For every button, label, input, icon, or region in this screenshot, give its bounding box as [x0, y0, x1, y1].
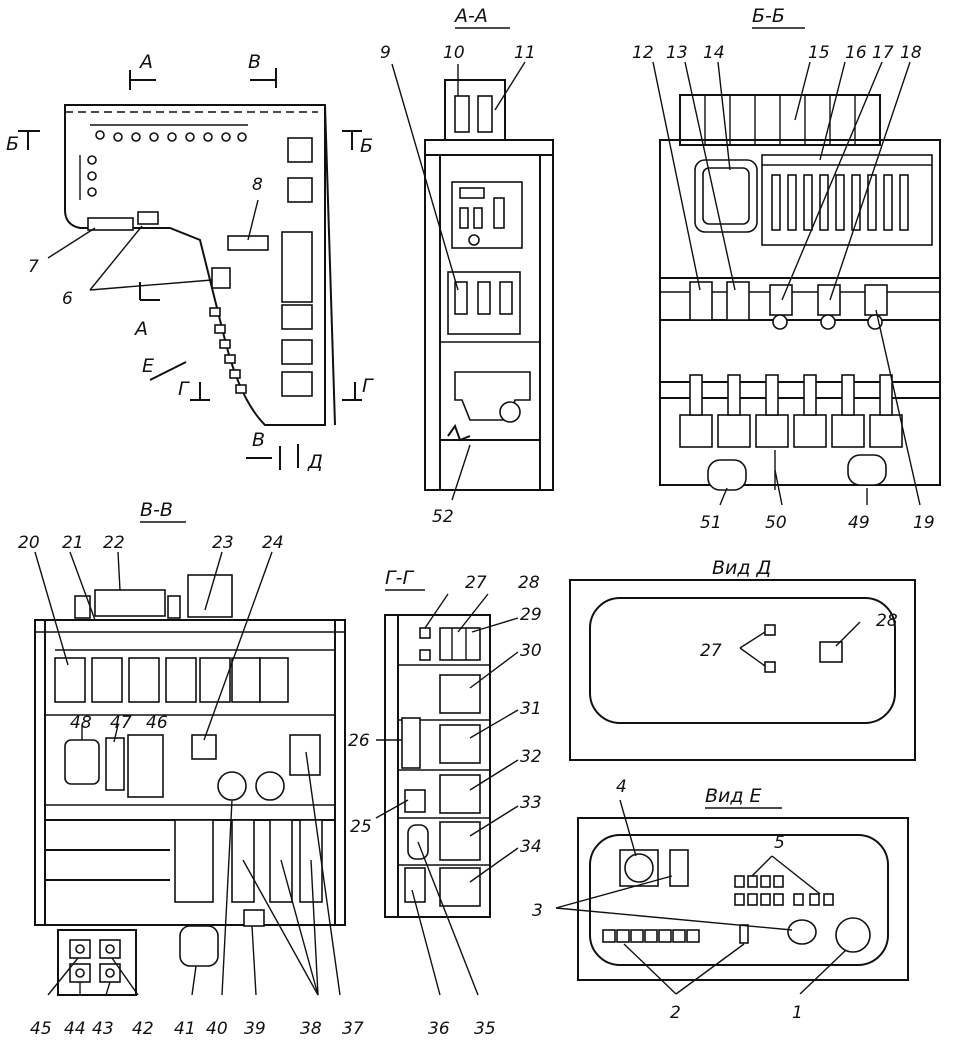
b-fuse-row — [771, 174, 909, 231]
callout-31: 31 — [520, 699, 542, 719]
callout-13: 13 — [666, 43, 688, 63]
plan-cut-marks: А В Б Б А Г Г Е В Д — [6, 51, 374, 473]
callout-26: 26 — [348, 731, 370, 751]
section-v-v: В-В — [18, 499, 364, 1039]
callout-19: 19 — [913, 513, 935, 533]
view-e-callout-1: 1 — [792, 1003, 803, 1023]
callout-28: 28 — [518, 573, 540, 593]
view-e-callout-3: 3 — [532, 901, 543, 921]
view-e-callout-2: 2 — [670, 1003, 681, 1023]
view-d: Вид Д 27 28 — [569, 557, 916, 761]
callout-10: 10 — [443, 43, 465, 63]
view-e-indicator-grid — [734, 875, 834, 906]
callout-49: 49 — [848, 513, 870, 533]
plan-indicator-lamps — [79, 130, 247, 200]
callout-36: 36 — [428, 1019, 450, 1039]
view-e-button-row — [602, 929, 700, 943]
cut-mark-d: Д — [307, 451, 323, 473]
callout-35: 35 — [474, 1019, 496, 1039]
callout-18: 18 — [900, 43, 922, 63]
cut-mark-a-top: А — [138, 51, 153, 73]
cut-mark-e: Е — [142, 355, 154, 377]
callout-30: 30 — [520, 641, 542, 661]
section-a-a-title: А-А — [453, 5, 488, 27]
callout-22: 22 — [103, 533, 125, 553]
callout-51: 51 — [700, 513, 722, 533]
callout-9: 9 — [380, 43, 391, 63]
cut-mark-a-bottom: А — [133, 318, 148, 340]
callout-39: 39 — [244, 1019, 266, 1039]
callout-38: 38 — [300, 1019, 322, 1039]
callout-16: 16 — [845, 43, 867, 63]
callout-43: 43 — [92, 1019, 114, 1039]
view-e-callout-5: 5 — [774, 833, 785, 853]
cut-mark-g-right: Г — [362, 375, 374, 397]
callout-17: 17 — [872, 43, 894, 63]
callout-40: 40 — [206, 1019, 228, 1039]
callout-25: 25 — [350, 817, 372, 837]
cut-mark-v-top: В — [248, 51, 261, 73]
callout-29: 29 — [520, 605, 542, 625]
plan-view — [64, 104, 336, 426]
cut-mark-v-bottom: В — [252, 429, 265, 451]
section-g-g-title: Г-Г — [385, 567, 414, 589]
b-contactor-row — [679, 374, 903, 448]
callout-27: 27 — [465, 573, 487, 593]
callout-42: 42 — [132, 1019, 154, 1039]
callout-7: 7 — [28, 257, 39, 277]
plan-callouts: 7 6 8 — [28, 175, 263, 309]
callout-50: 50 — [765, 513, 787, 533]
callout-15: 15 — [808, 43, 830, 63]
callout-12: 12 — [632, 43, 654, 63]
callout-21: 21 — [62, 533, 84, 553]
cut-mark-b-left: Б — [6, 133, 19, 155]
callout-33: 33 — [520, 793, 542, 813]
v-relay-row — [54, 657, 289, 703]
callout-52: 52 — [432, 507, 454, 527]
cut-mark-b-right: Б — [360, 135, 373, 157]
callout-46: 46 — [146, 713, 168, 733]
section-a-a: А-А 52 9 10 11 — [380, 5, 554, 527]
callout-47: 47 — [110, 713, 132, 733]
view-e-callout-4: 4 — [616, 777, 627, 797]
callout-48: 48 — [70, 713, 92, 733]
callout-24: 24 — [262, 533, 284, 553]
callout-37: 37 — [342, 1019, 364, 1039]
cut-mark-g-left: Г — [178, 378, 190, 400]
section-b-b: Б-Б — [632, 5, 941, 533]
callout-32: 32 — [520, 747, 542, 767]
view-d-title: Вид Д — [712, 557, 771, 579]
callout-34: 34 — [520, 837, 542, 857]
view-d-callout-27: 27 — [700, 641, 722, 661]
callout-8: 8 — [252, 175, 263, 195]
callout-14: 14 — [703, 43, 725, 63]
callout-45: 45 — [30, 1019, 52, 1039]
section-b-b-title: Б-Б — [752, 5, 785, 27]
callout-23: 23 — [212, 533, 234, 553]
view-e-title: Вид Е — [705, 785, 762, 807]
section-g-g: Г-Г 27 28 29 30 31 32 33 34 — [348, 567, 542, 1039]
callout-11: 11 — [514, 43, 536, 63]
callout-41: 41 — [174, 1019, 196, 1039]
callout-20: 20 — [18, 533, 40, 553]
view-e: Вид Е 4 5 3 2 — [532, 777, 909, 1023]
callout-44: 44 — [64, 1019, 86, 1039]
section-v-v-title: В-В — [140, 499, 173, 521]
view-d-callout-28: 28 — [876, 611, 898, 631]
callout-6: 6 — [62, 289, 73, 309]
